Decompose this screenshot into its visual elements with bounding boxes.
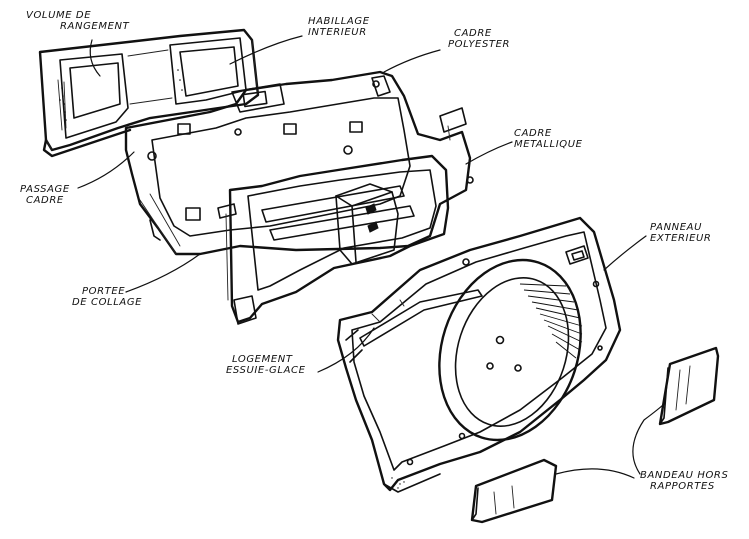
label-line: PORTEE <box>82 286 126 297</box>
cadre-polyester-part <box>124 70 474 256</box>
label-habillage-interieur: HABILLAGE INTERIEUR <box>308 16 370 38</box>
panel-stipple <box>391 477 405 489</box>
cadre-metallique-part <box>217 154 450 325</box>
label-portee-de-collage: PORTEE DE COLLAGE <box>72 286 142 308</box>
label-line: DE COLLAGE <box>72 297 143 308</box>
label-panneau-exterieur: PANNEAU EXTERIEUR <box>650 222 711 244</box>
label-line: CADRE <box>514 128 552 139</box>
label-line: CADRE <box>454 28 492 39</box>
label-line: RAPPORTES <box>650 481 715 492</box>
stipple-dots <box>59 69 183 121</box>
leader-lines <box>77 35 665 479</box>
label-cadre-metallique: CADRE METALLIQUE <box>514 128 583 150</box>
bandeau-strip-bottom <box>470 458 558 524</box>
label-line: HABILLAGE <box>308 16 370 27</box>
label-line: VOLUME DE <box>26 10 92 21</box>
label-line: PANNEAU <box>650 222 703 233</box>
label-cadre-polyester: CADRE POLYESTER <box>448 28 510 50</box>
bandeau-strip-right <box>658 346 720 426</box>
label-line: BANDEAU HORS <box>640 470 729 481</box>
label-line: METALLIQUE <box>514 139 583 150</box>
label-bandeau-hors-rapportes: BANDEAU HORS RAPPORTES <box>640 470 728 492</box>
grille-hatching <box>519 283 583 359</box>
habillage-interieur-part <box>38 28 260 158</box>
label-line: ESSUIE-GLACE <box>226 365 306 376</box>
label-volume-de-rangement: VOLUME DE RANGEMENT <box>26 10 129 32</box>
label-logement-essuie-glace: LOGEMENT ESSUIE-GLACE <box>226 354 306 376</box>
label-passage-cadre: PASSAGE CADRE <box>20 184 70 206</box>
label-line: LOGEMENT <box>232 354 293 365</box>
label-line: POLYESTER <box>448 39 511 50</box>
label-line: RANGEMENT <box>60 21 130 32</box>
label-line: INTERIEUR <box>308 27 367 38</box>
label-line: PASSAGE <box>20 184 70 195</box>
label-line: EXTERIEUR <box>650 233 712 244</box>
label-line: CADRE <box>26 195 64 206</box>
panneau-exterieur-part <box>336 216 622 493</box>
